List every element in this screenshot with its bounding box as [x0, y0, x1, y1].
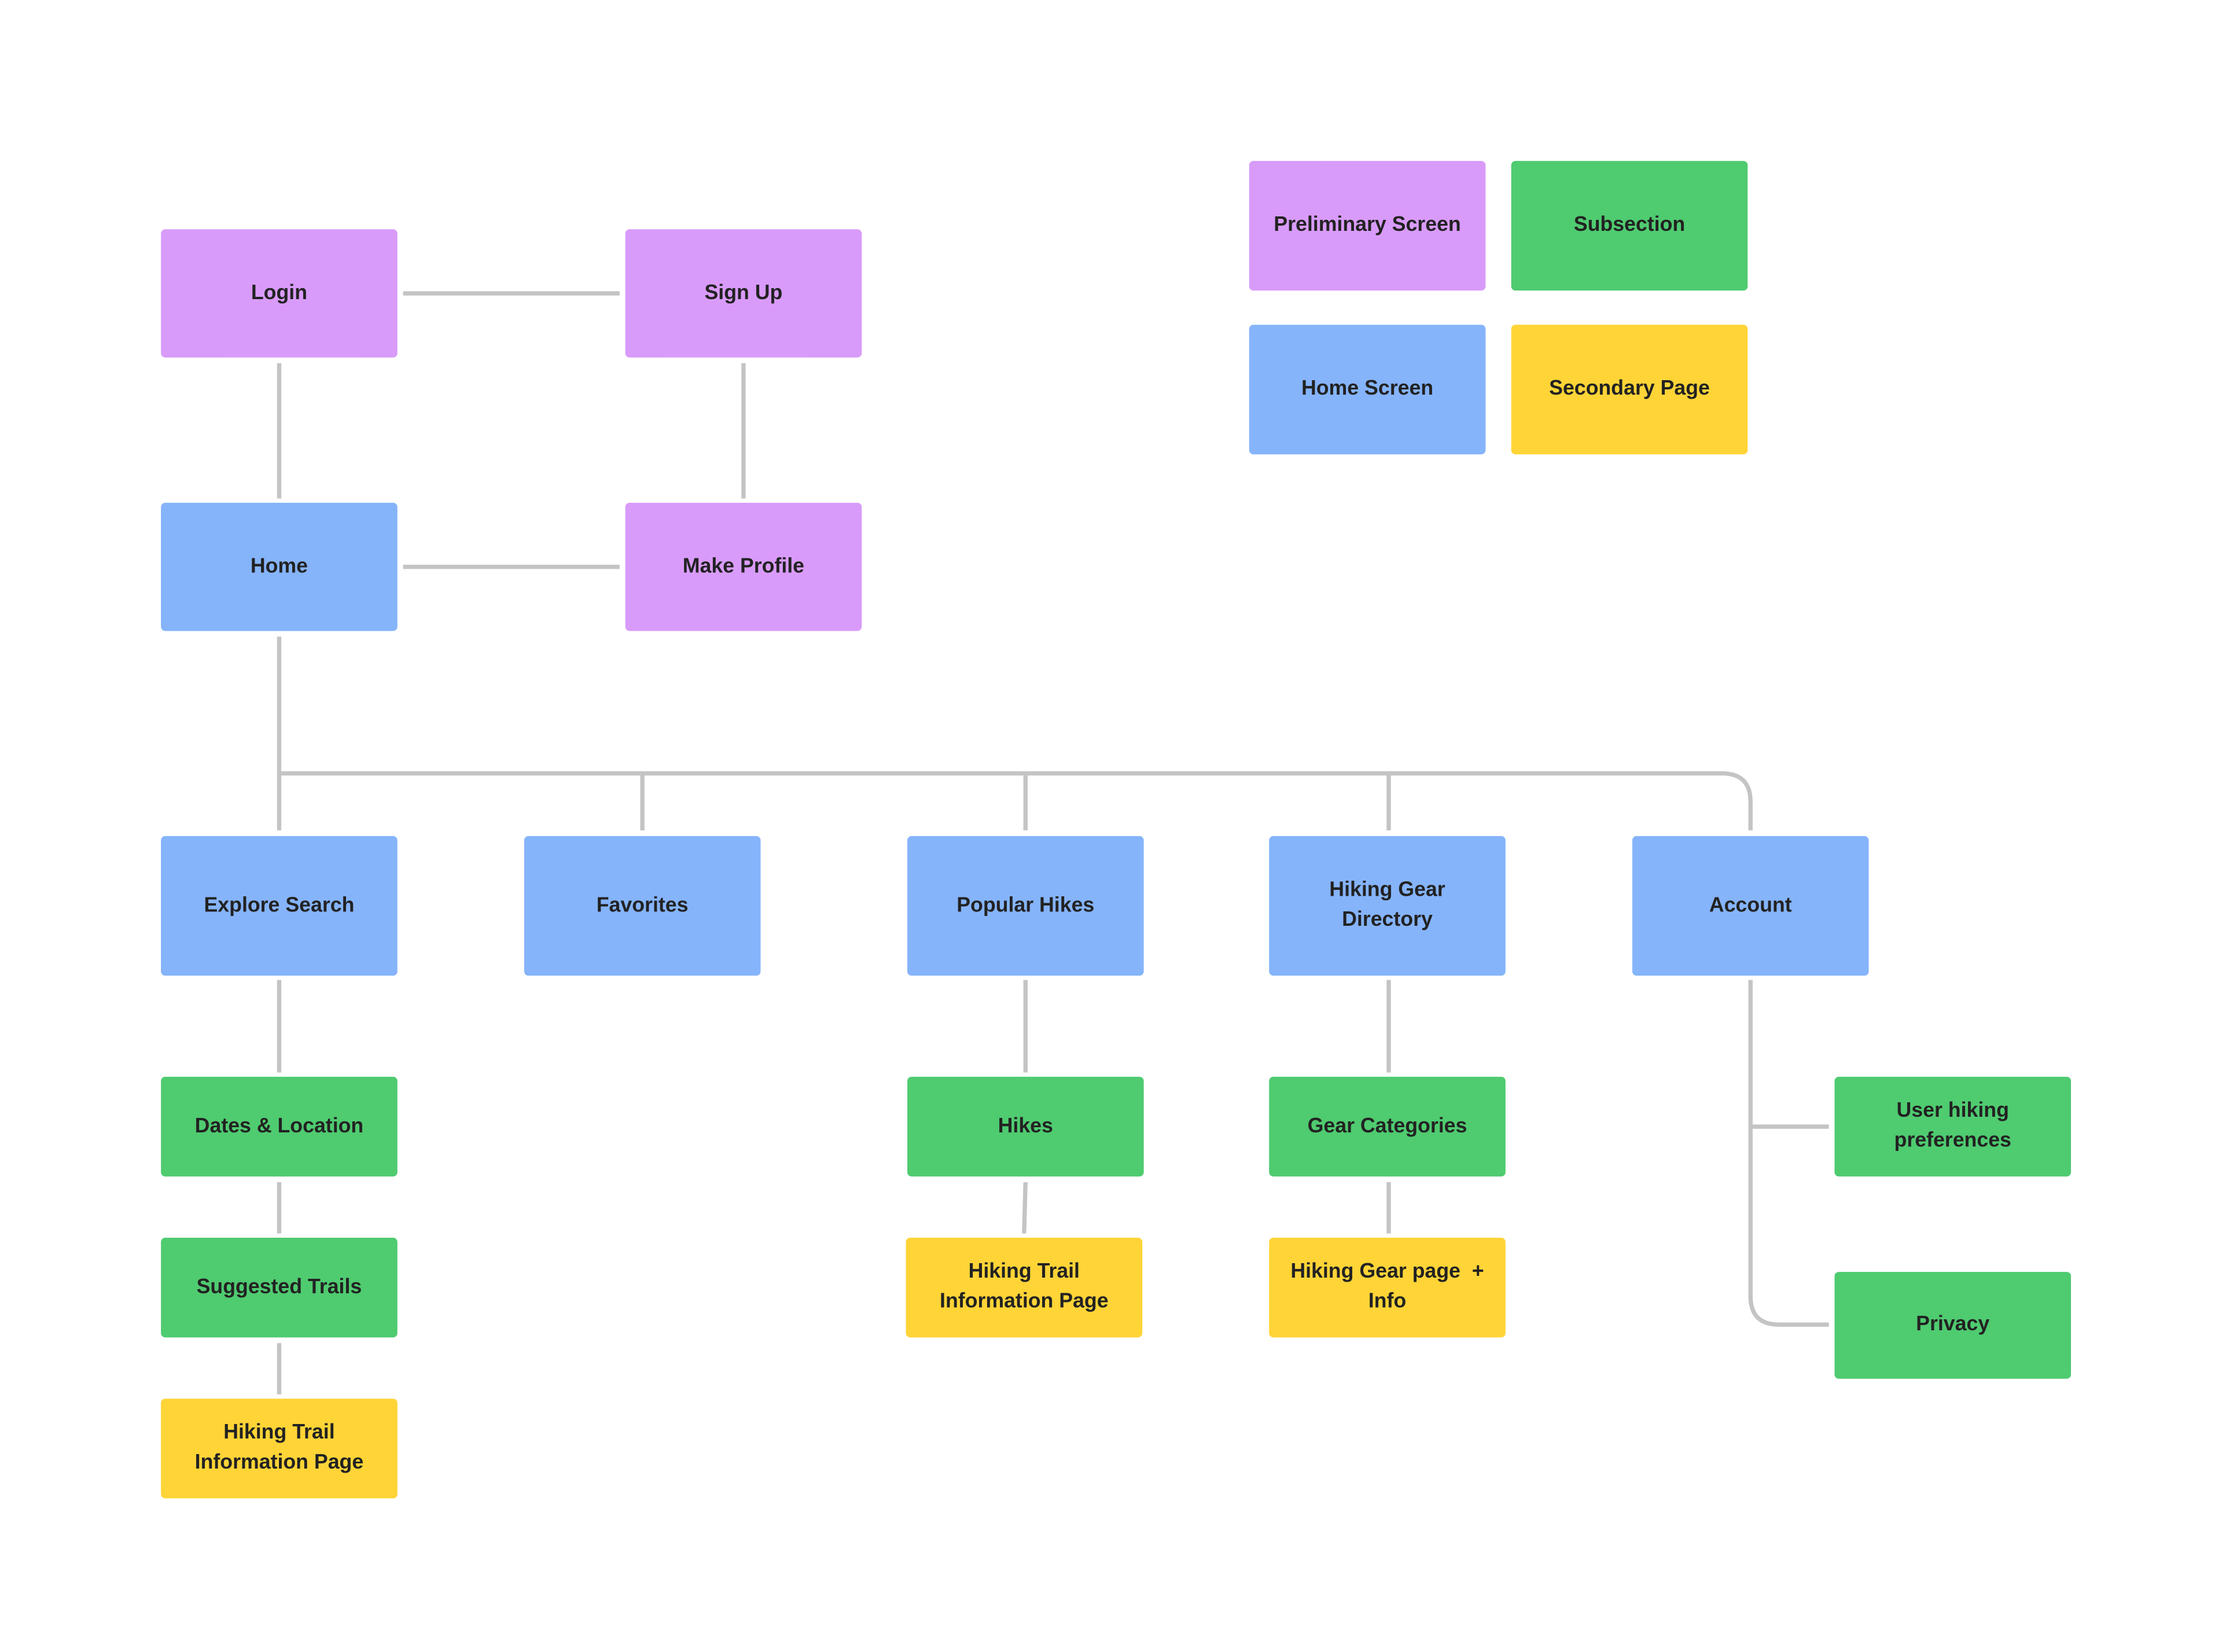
- legend-subsection: Subsection: [1511, 161, 1748, 291]
- legend-preliminary-screen: Preliminary Screen: [1249, 161, 1486, 291]
- node-suggested-trails: Suggested Trails: [161, 1238, 398, 1338]
- node-privacy: Privacy: [1834, 1272, 2072, 1379]
- legend-secondary-page: Secondary Page: [1511, 325, 1748, 455]
- connector-hikes-trailinfo: [1022, 1182, 1028, 1234]
- node-popular-hikes: Popular Hikes: [907, 836, 1144, 976]
- node-hiking-trail-info-explore: Hiking Trail Information Page: [161, 1399, 398, 1499]
- node-explore-search: Explore Search: [161, 836, 398, 976]
- node-hiking-gear-directory: Hiking Gear Directory: [1269, 836, 1506, 976]
- node-make-profile: Make Profile: [625, 502, 862, 631]
- node-sign-up: Sign Up: [625, 229, 862, 358]
- node-hikes: Hikes: [907, 1076, 1144, 1177]
- node-dates-location: Dates & Location: [161, 1076, 398, 1177]
- node-home: Home: [161, 502, 398, 631]
- connector-account-privacy: [1748, 980, 1829, 1327]
- node-favorites: Favorites: [524, 836, 761, 976]
- connector-branch-bar: [279, 771, 1753, 831]
- node-gear-categories: Gear Categories: [1269, 1076, 1506, 1177]
- legend-home-screen: Home Screen: [1249, 325, 1486, 455]
- node-user-hiking-preferences: User hiking preferences: [1834, 1076, 2072, 1177]
- node-login: Login: [161, 229, 398, 358]
- node-hiking-gear-page-info: Hiking Gear page + Info: [1269, 1238, 1506, 1338]
- node-account: Account: [1632, 836, 1869, 976]
- node-hiking-trail-info-popular: Hiking Trail Information Page: [906, 1238, 1143, 1338]
